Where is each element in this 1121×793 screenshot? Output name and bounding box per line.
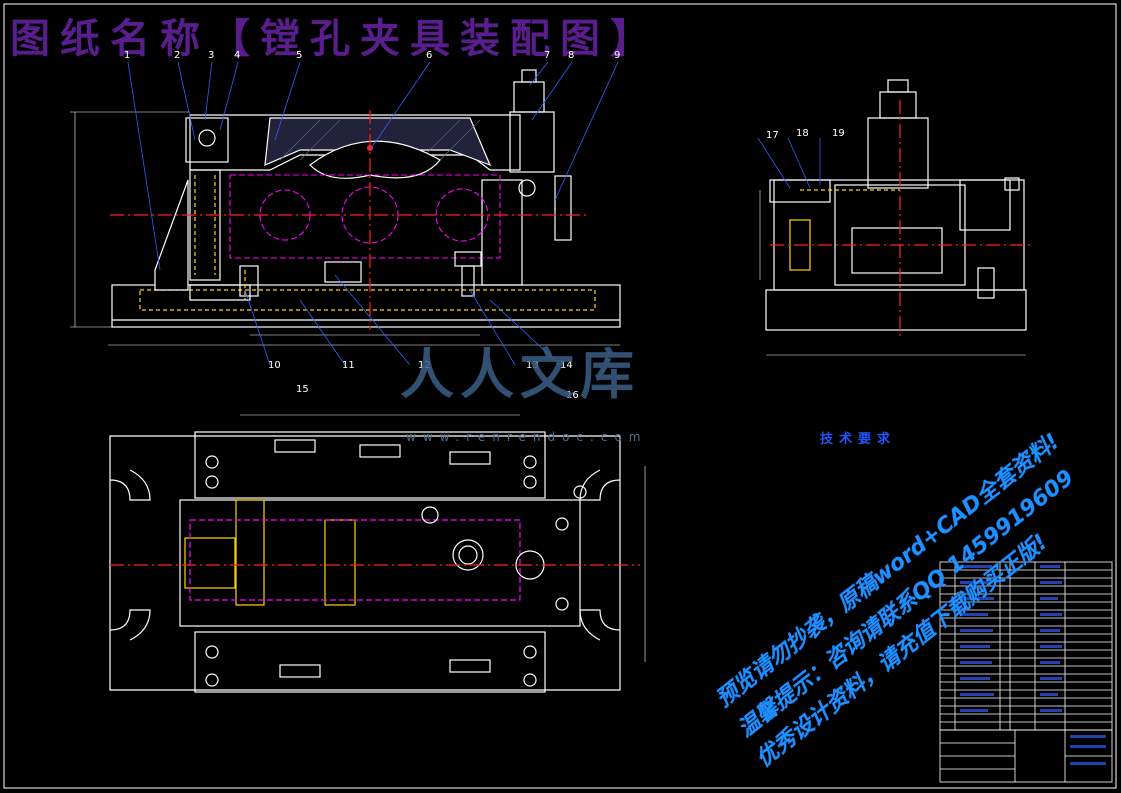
part-number: 1 xyxy=(124,50,131,61)
part-number: 13 xyxy=(526,360,539,371)
top-view xyxy=(109,414,646,693)
top-nut xyxy=(452,539,484,571)
top-base xyxy=(109,435,621,691)
watermark-logo: 人人文库 xyxy=(400,343,640,406)
workpiece-outline xyxy=(229,174,501,259)
part-number: 4 xyxy=(234,50,241,61)
top-upper-block xyxy=(194,431,546,499)
part-number: 16 xyxy=(566,390,579,401)
part-number: 5 xyxy=(296,50,303,61)
part-number: 3 xyxy=(208,50,215,61)
base-hidden xyxy=(139,289,596,311)
cam-plate xyxy=(309,140,441,179)
top-nut xyxy=(513,81,545,113)
drawing-title: 图纸名称【镗孔夹具装配图】 xyxy=(10,16,660,62)
top-lower-block xyxy=(194,631,546,693)
part-number: 10 xyxy=(268,360,281,371)
pin-hole xyxy=(198,129,216,147)
part-number: 6 xyxy=(426,50,433,61)
right-column xyxy=(481,179,523,286)
part-number: 12 xyxy=(418,360,431,371)
part-number: 2 xyxy=(174,50,181,61)
part-number: 7 xyxy=(544,50,551,61)
side-clamp xyxy=(867,117,929,189)
part-number: 15 xyxy=(296,384,309,395)
sheet-frame xyxy=(3,3,1117,789)
part-number: 8 xyxy=(568,50,575,61)
side-base xyxy=(765,289,1027,331)
part-number: 14 xyxy=(560,360,573,371)
watermark-url: www.renrendoc.com xyxy=(406,430,648,444)
left-bracket xyxy=(185,117,229,163)
part-number: 19 xyxy=(832,128,845,139)
locator-mid xyxy=(324,519,356,606)
base-plate xyxy=(111,284,621,328)
parts-list xyxy=(939,561,1113,783)
front-view xyxy=(70,69,621,346)
locator-left xyxy=(235,499,265,606)
left-support xyxy=(154,179,189,291)
part-number: 11 xyxy=(342,360,355,371)
part-number: 9 xyxy=(614,50,621,61)
side-view xyxy=(759,79,1030,356)
part-number: 17 xyxy=(766,130,779,141)
eye-bolt xyxy=(518,179,536,197)
clamp-screw xyxy=(554,175,572,241)
parts-list-text-blocks xyxy=(960,565,1106,765)
front-leaders xyxy=(127,61,619,366)
part-number: 18 xyxy=(796,128,809,139)
side-leaders xyxy=(757,137,821,189)
tech-requirements-title: 技术要求 xyxy=(820,432,897,447)
